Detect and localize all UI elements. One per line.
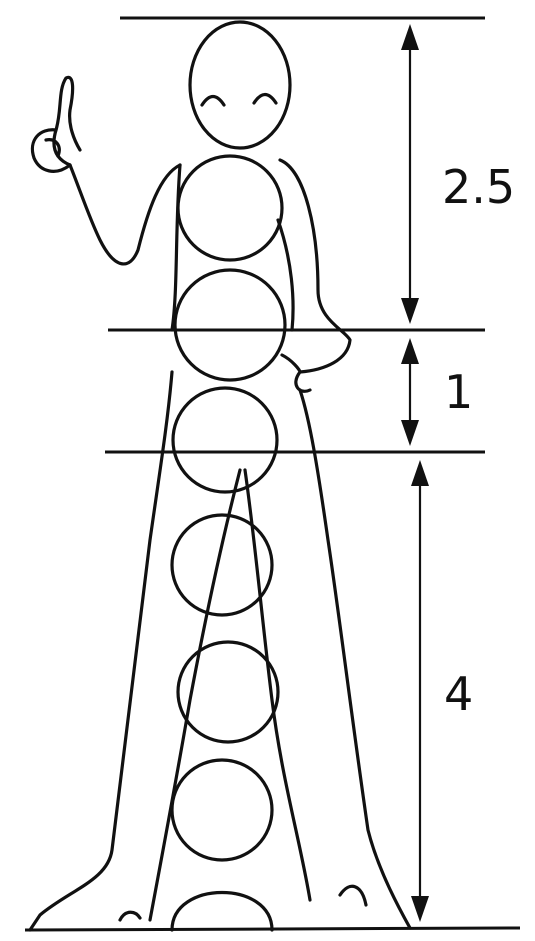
dimension-arrow-middle: [401, 338, 419, 446]
unit-circle-4: [173, 388, 277, 492]
raised-hand-fingers: [32, 130, 70, 172]
foot-right: [340, 886, 366, 905]
head-unit-circles: [172, 22, 290, 930]
dimension-arrow-upper: [401, 24, 419, 324]
hip-arm-inner: [278, 220, 293, 330]
dimension-arrow-lower: [411, 460, 429, 922]
raised-arm: [54, 77, 180, 264]
unit-circle-8-partial: [172, 893, 272, 931]
measurement-label-upper: 2.5: [442, 160, 515, 214]
unit-circle-7: [172, 760, 272, 860]
unit-circle-3: [175, 270, 285, 380]
eye-right: [254, 95, 276, 104]
leg-left: [30, 372, 172, 930]
eye-left: [202, 97, 224, 106]
measurement-label-middle: 1: [444, 365, 473, 419]
head-circle: [190, 22, 290, 148]
foot-left: [120, 912, 140, 920]
unit-circle-2: [178, 156, 282, 260]
leg-right: [300, 390, 410, 928]
measurement-label-lower: 4: [444, 667, 473, 721]
